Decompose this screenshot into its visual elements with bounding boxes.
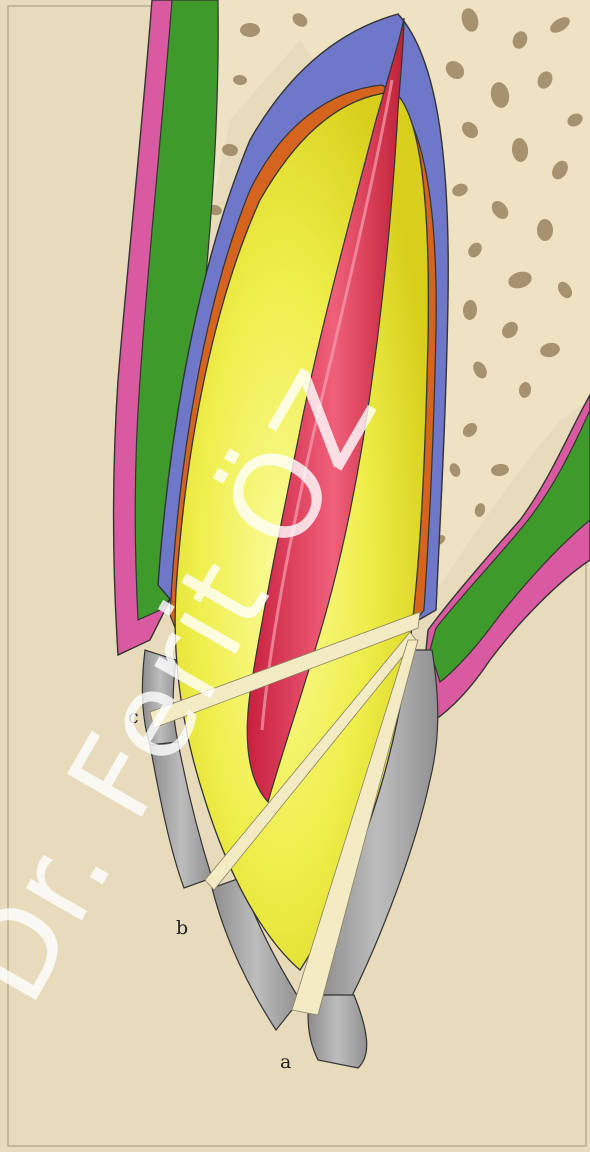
label-a: a [280, 1051, 291, 1073]
bone-spot [240, 23, 260, 37]
label-b: b [176, 917, 188, 939]
